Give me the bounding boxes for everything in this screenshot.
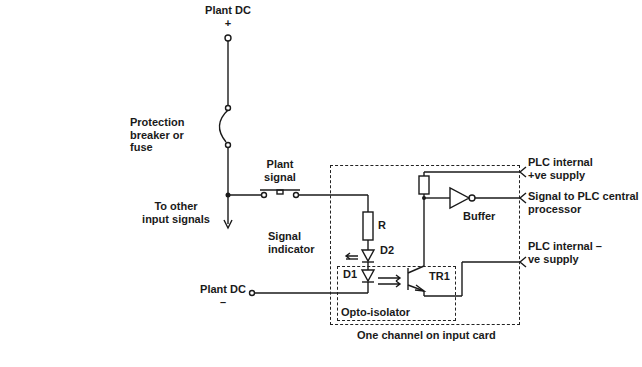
resistor-symbol [363,212,373,240]
transistor-base [407,268,408,290]
switch-button [277,190,283,194]
part-name: TR1 [429,270,450,283]
arrow-head [520,193,526,203]
breaker-symbol [219,110,228,142]
supply-label: Plant DC + [205,4,251,29]
arrow-head [520,257,526,267]
inverter-bubble [469,195,475,201]
light-arrow [378,281,400,287]
breaker-contact [226,143,231,148]
supply-label: PLC internal –ve supply [528,240,606,265]
arrow-head [520,167,526,177]
breaker-contact [226,106,231,111]
part-name: D1 [343,268,357,281]
note-label: To other input signals [140,200,212,225]
supply-label: PLC internal +ve supply [528,156,606,181]
component-label: Signal indicator [268,230,326,255]
junction-dot [226,193,231,198]
terminal [225,35,231,41]
resistor-symbol [419,176,429,194]
terminal [250,291,255,296]
buffer-symbol [450,188,469,208]
card-caption: One channel on input card [357,329,496,342]
part-name: Buffer [463,210,495,223]
signal-label: Signal to PLC central processor [528,190,640,215]
switch-contact [294,193,299,198]
input-card-boundary: One channel on input cardOpto-isolator [330,165,520,325]
light-arrow [378,275,400,281]
light-arrow [346,253,358,259]
junction-dot [422,196,426,200]
box-label: Opto-isolator [341,306,410,319]
component-label: Plant signal [252,158,308,183]
part-name: R [378,219,386,232]
arrow-head [224,220,232,228]
part-name: D2 [380,244,394,257]
led-symbol [362,270,374,281]
led-symbol [362,250,374,261]
supply-label: Plant DC – [200,283,246,308]
component-label: Protection breaker or fuse [130,116,206,154]
emitter-arrow [415,285,424,291]
switch-contact [262,193,267,198]
